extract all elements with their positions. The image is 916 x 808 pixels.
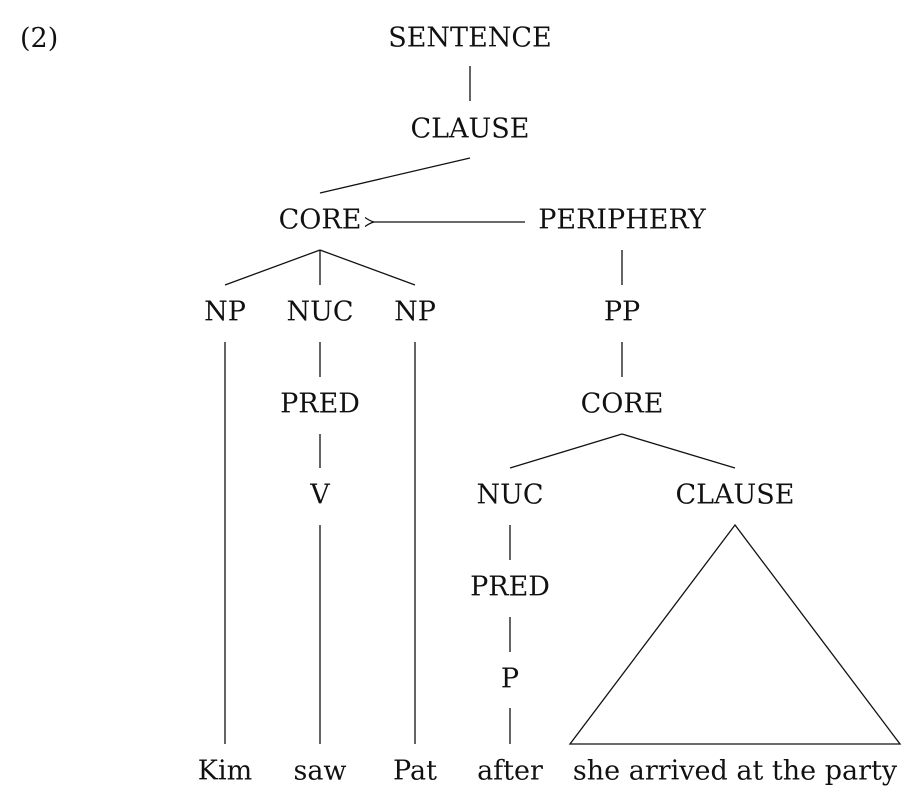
pred-main-node: PRED [280,388,360,420]
pp-node: PP [603,296,641,328]
embedded-clause-text: she arrived at the party [572,755,898,787]
word-after: after [477,755,543,787]
edge-core-np-subject [224,249,321,286]
pred-pp-node: PRED [470,571,550,603]
clause-triangle [568,523,902,745]
edge-core-nuc-pp [509,433,623,469]
word-kim: Kim [197,755,253,787]
edge-clause-core [319,157,471,194]
pp-core-node: CORE [580,388,664,420]
core-node: CORE [278,204,362,236]
nuc-main-node: NUC [286,296,354,328]
clause-embedded-node: CLAUSE [675,479,795,511]
nuc-pp-node: NUC [476,479,544,511]
sentence-node: SENTENCE [388,22,552,54]
p-node: P [500,663,520,695]
example-number: (2) [20,23,59,54]
np-subject-node: NP [204,296,246,328]
edge-core-np-object [319,249,416,286]
periphery-node: PERIPHERY [538,204,706,236]
word-saw: saw [293,755,347,787]
np-object-node: NP [394,296,436,328]
clause-node: CLAUSE [410,113,530,145]
edge-core-clause [621,433,736,469]
v-node: V [310,479,330,511]
word-pat: Pat [393,755,437,787]
